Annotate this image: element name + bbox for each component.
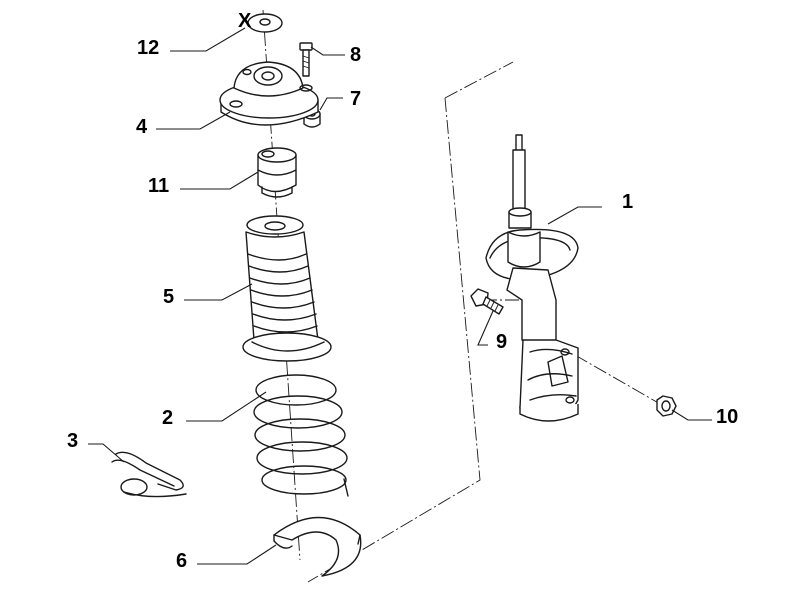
callout-8: 8: [350, 44, 361, 66]
retaining-clip: [111, 451, 187, 498]
leader-8: [310, 46, 345, 56]
leader-3: [88, 443, 125, 463]
assembly-axis-lines: [262, 9, 663, 583]
coil-spring: [253, 374, 349, 497]
nut-axis: [574, 354, 663, 406]
callout-10: 10: [716, 406, 738, 428]
callout-1: 1: [622, 191, 633, 213]
callout-2: 2: [162, 407, 173, 429]
leader-1: [547, 206, 602, 225]
leader-5: [184, 283, 253, 301]
shock-absorber-strut: [485, 134, 579, 422]
strut-top-mount: [219, 61, 319, 126]
leader-9: [477, 310, 494, 346]
strut-axis-upper: [444, 61, 514, 99]
callout-11: 11: [148, 175, 169, 197]
hex-nut: [656, 395, 677, 417]
leader-lines: [88, 27, 712, 565]
leader-4: [156, 111, 231, 130]
callout-9: 9: [496, 331, 507, 353]
leader-12: [170, 27, 246, 52]
callout-4: 4: [136, 116, 148, 138]
callout-labels: 1 2 3 4 5 6 7 8 9 10 11 12: [67, 37, 738, 572]
leader-6: [197, 544, 277, 565]
discontinued-x-mark: X: [238, 10, 252, 32]
strut-return-axis: [307, 97, 481, 583]
callout-5: 5: [163, 286, 174, 308]
spring-seat: [273, 516, 362, 577]
callout-3: 3: [67, 430, 78, 452]
dust-boot: [242, 215, 332, 362]
leader-7: [319, 97, 343, 111]
callout-12: 12: [137, 37, 159, 59]
discontinued-mark: X: [238, 10, 252, 32]
leader-10: [671, 409, 712, 421]
mount-screw: [299, 42, 313, 77]
callout-6: 6: [176, 550, 187, 572]
callout-7: 7: [350, 88, 361, 110]
leader-2: [186, 391, 267, 422]
strut-bolt: [470, 288, 504, 315]
bump-stop: [257, 147, 297, 198]
leader-11: [180, 171, 259, 190]
top-washer: [247, 13, 283, 33]
